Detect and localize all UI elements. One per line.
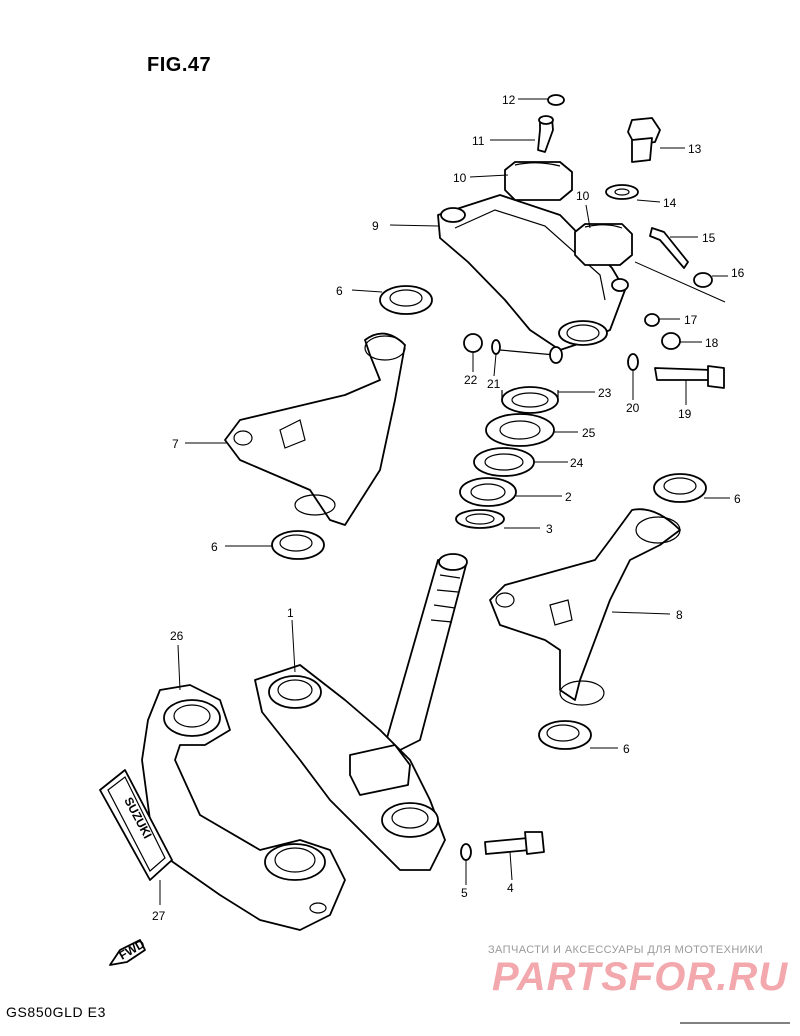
callout-21: 21 <box>487 377 501 391</box>
nut-part-16[interactable] <box>693 272 713 288</box>
handlebar-clamp-part-10b[interactable] <box>574 223 633 266</box>
grommet-part-6a[interactable] <box>379 285 433 315</box>
callout-16: 16 <box>731 266 745 280</box>
watermark-logo: PARTSFOR.RU <box>492 955 789 999</box>
upper-bracket-part-9[interactable] <box>437 194 629 351</box>
nut-part-23[interactable] <box>501 386 559 414</box>
callout-26: 26 <box>170 629 184 643</box>
callout-12: 12 <box>502 93 516 107</box>
washer-part-5[interactable] <box>460 843 472 861</box>
model-code: GS850GLD E3 <box>6 1004 106 1020</box>
bolt-part-13[interactable] <box>627 117 661 163</box>
seal-part-3[interactable] <box>455 509 505 529</box>
callout-7: 7 <box>172 437 179 451</box>
callout-9: 9 <box>372 219 379 233</box>
washer-part-14[interactable] <box>605 184 639 200</box>
bearing-part-24[interactable] <box>473 447 535 477</box>
bolt-part-19[interactable] <box>654 365 725 389</box>
nut-part-17[interactable] <box>644 313 660 327</box>
callout-20: 20 <box>626 401 640 415</box>
callout-17: 17 <box>684 313 698 327</box>
callout-11: 11 <box>472 134 485 148</box>
callout-25: 25 <box>582 426 596 440</box>
callout-6d: 6 <box>623 742 630 756</box>
callout-10a: 10 <box>453 171 467 185</box>
cap-nut-part-22[interactable] <box>463 333 483 353</box>
callout-1: 1 <box>287 606 294 620</box>
bolt-part-4[interactable] <box>484 831 545 855</box>
callout-19: 19 <box>678 407 692 421</box>
callout-5: 5 <box>461 886 468 900</box>
handlebar-clamp-part-10a[interactable] <box>504 161 573 201</box>
grommet-part-6d[interactable] <box>538 720 592 750</box>
forward-arrow-badge: FWD <box>109 937 147 966</box>
washer-part-25[interactable] <box>485 413 555 447</box>
callout-6c: 6 <box>734 492 741 506</box>
callout-labels: 12 11 13 10 14 10 9 15 16 6 17 18 22 21 … <box>152 93 745 923</box>
callout-10b: 10 <box>576 189 590 203</box>
grommet-part-6b[interactable] <box>271 530 325 560</box>
callout-22: 22 <box>464 373 478 387</box>
bolt-part-15[interactable] <box>649 227 689 269</box>
callout-6a: 6 <box>336 284 343 298</box>
callout-14: 14 <box>663 196 677 210</box>
callout-27: 27 <box>152 909 166 923</box>
callout-4: 4 <box>507 881 514 895</box>
callout-8: 8 <box>676 608 683 622</box>
callout-3: 3 <box>546 522 553 536</box>
cap-part-12[interactable] <box>547 94 565 106</box>
callout-2: 2 <box>565 490 572 504</box>
bolt-part-11[interactable] <box>537 115 554 153</box>
leader-lines <box>159 98 730 905</box>
callout-15: 15 <box>702 231 716 245</box>
nut-part-18[interactable] <box>661 332 681 350</box>
figure-title: FIG.47 <box>147 54 212 76</box>
washer-part-20[interactable] <box>627 353 639 371</box>
watermark-tagline: ЗАПЧАСТИ И АКСЕССУАРЫ ДЛЯ МОТОТЕХНИКИ <box>488 944 764 956</box>
steering-stem-part-1[interactable] <box>254 553 468 871</box>
bearing-part-2[interactable] <box>459 477 517 507</box>
headlight-bracket-part-7[interactable] <box>224 332 406 526</box>
grommet-part-6c[interactable] <box>653 473 707 503</box>
washer-part-21[interactable] <box>491 339 501 355</box>
callout-23: 23 <box>598 386 612 400</box>
callout-24: 24 <box>570 456 584 470</box>
callout-13: 13 <box>688 142 702 156</box>
callout-18: 18 <box>705 336 719 350</box>
callout-6b: 6 <box>211 540 218 554</box>
headlight-bracket-part-8[interactable] <box>489 508 681 706</box>
